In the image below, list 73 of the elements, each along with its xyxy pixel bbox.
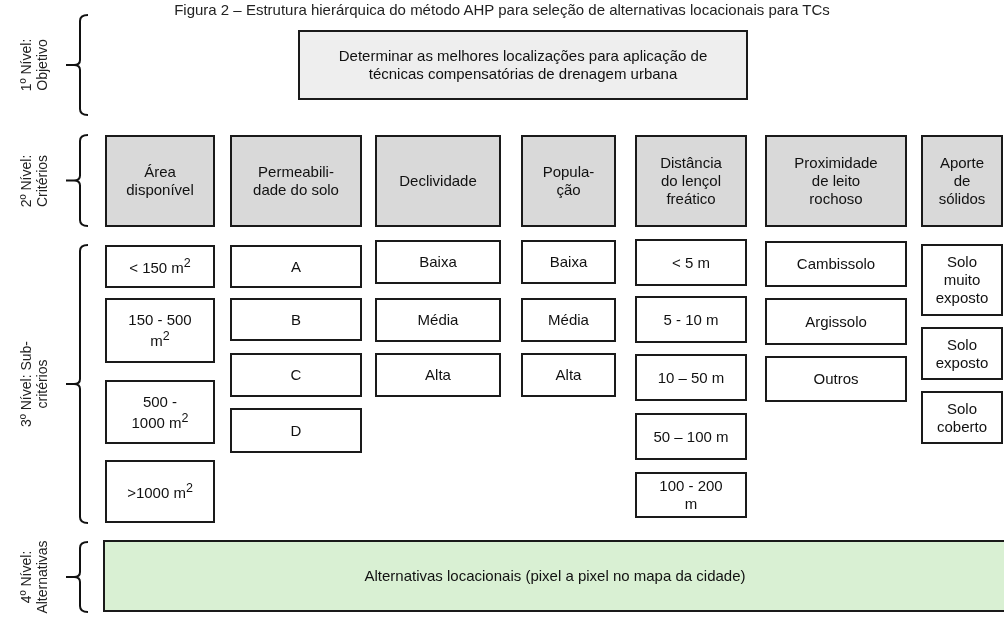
sub-criterion-box [230, 245, 362, 288]
sub-criterion-box [635, 413, 747, 460]
sub-criterion-box [921, 391, 1003, 444]
level-label: 3º Nível: Sub-critérios [18, 340, 52, 429]
box-text: B [291, 310, 301, 329]
sub-criterion-box [521, 353, 616, 397]
level-label: 4º Nível: Alternativas [18, 539, 52, 616]
sub-criterion-box [375, 353, 501, 397]
box-text: Distância do lençol freático [659, 154, 723, 208]
box-text: Solo exposto [934, 335, 990, 372]
box-text: Baixa [419, 253, 457, 271]
box-text: Proximidade de leito rochoso [793, 154, 879, 208]
level-label: 1º Nível: Objetivo [18, 37, 52, 94]
criterion-box [521, 135, 616, 227]
box-text: 5 - 10 m [663, 310, 719, 329]
criterion-box [921, 135, 1003, 227]
sub-criterion-box [635, 296, 747, 343]
sub-criterion-box [230, 298, 362, 341]
criterion-box [375, 135, 501, 227]
box-text: Cambissolo [796, 255, 876, 273]
sub-criterion-box [921, 244, 1003, 316]
sub-criterion-box [105, 245, 215, 288]
sub-criterion-box [635, 239, 747, 286]
box-text: C [290, 366, 302, 384]
box-text: Popula- ção [541, 163, 596, 199]
criterion-box [765, 135, 907, 227]
goal-box [298, 30, 748, 100]
box-text: Aporte de sólidos [937, 154, 987, 208]
criterion-box [230, 135, 362, 227]
box-text: Alta [425, 366, 451, 384]
sub-criterion-box [105, 298, 215, 363]
sub-criterion-box [230, 408, 362, 453]
box-text: >1000 m$^{2}$ [127, 481, 193, 502]
sub-criterion-box [230, 353, 362, 397]
sub-criterion-box [375, 298, 501, 342]
criterion-box [635, 135, 747, 227]
box-text: Solo coberto [935, 399, 988, 436]
box-text: Declividade [399, 172, 477, 190]
box-text: Baixa [549, 253, 588, 271]
box-text: Determinar as melhores localizações para aplicação de técnicas compensatórias de drenagem urbana [338, 47, 708, 83]
box-text: Solo muito exposto [934, 253, 990, 307]
box-text: Permeabili- dade do solo [252, 163, 340, 199]
box-text: Área disponível [125, 163, 195, 199]
box-text: < 150 m$^{2}$ [129, 256, 191, 277]
sub-criterion-box [635, 472, 747, 518]
alternatives-box [103, 540, 1004, 612]
box-text: 10 – 50 m [657, 368, 725, 387]
box-text: < 5 m [672, 253, 710, 272]
sub-criterion-box [921, 327, 1003, 380]
criterion-box [105, 135, 215, 227]
sub-criterion-box [105, 380, 215, 444]
box-text: A [291, 257, 301, 276]
level-label: 2º Nível: Critérios [18, 153, 52, 209]
box-text: Argissolo [805, 312, 867, 331]
box-text: Outros [813, 370, 859, 388]
sub-criterion-box [765, 298, 907, 345]
box-text: Alternativas locacionais (pixel a pixel no mapa da cidade) [364, 567, 746, 585]
box-text: 500 - 1000 m$^{2}$ [130, 392, 190, 432]
box-text: 50 – 100 m [653, 427, 729, 446]
box-text: 150 - 500 m$^{2}$ [127, 311, 193, 350]
sub-criterion-box [521, 240, 616, 284]
sub-criterion-box [765, 356, 907, 402]
sub-criterion-box [635, 354, 747, 401]
box-text: Alta [555, 366, 582, 384]
figure-title: Figura 2 – Estrutura hierárquica do método AHP para seleção de alternativas locacionais para TCs [173, 1, 831, 18]
sub-criterion-box [375, 240, 501, 284]
box-text: Média [548, 311, 589, 329]
box-text: Média [417, 311, 459, 329]
sub-criterion-box [105, 460, 215, 523]
box-text: D [290, 421, 302, 440]
box-text: 100 - 200 m [658, 477, 724, 513]
sub-criterion-box [765, 241, 907, 287]
sub-criterion-box [521, 298, 616, 342]
